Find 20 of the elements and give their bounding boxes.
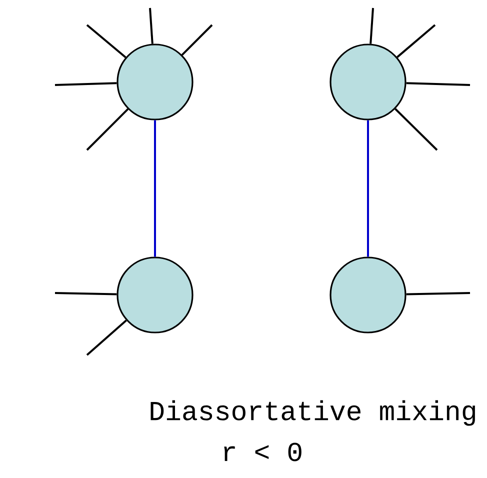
stub-line (181, 24, 213, 56)
connector-line (367, 120, 369, 257)
stub-line (86, 24, 126, 58)
circle-node (116, 256, 194, 334)
caption-text: r < 0 (224, 442, 302, 462)
circle-node (116, 44, 194, 120)
stub-line (149, 8, 154, 44)
stub-line (406, 82, 470, 86)
stub-line (54, 82, 117, 86)
caption-text: Diassortative mixing (150, 400, 476, 426)
stub-line (54, 292, 117, 296)
stub-line (406, 292, 470, 296)
stub-line (370, 8, 374, 44)
stub-line (396, 24, 436, 58)
stub-line (86, 320, 127, 356)
circle-node (330, 256, 406, 334)
stub-line (86, 108, 129, 151)
circle-node (330, 44, 406, 120)
connector-line (154, 120, 156, 257)
stub-line (394, 108, 438, 151)
